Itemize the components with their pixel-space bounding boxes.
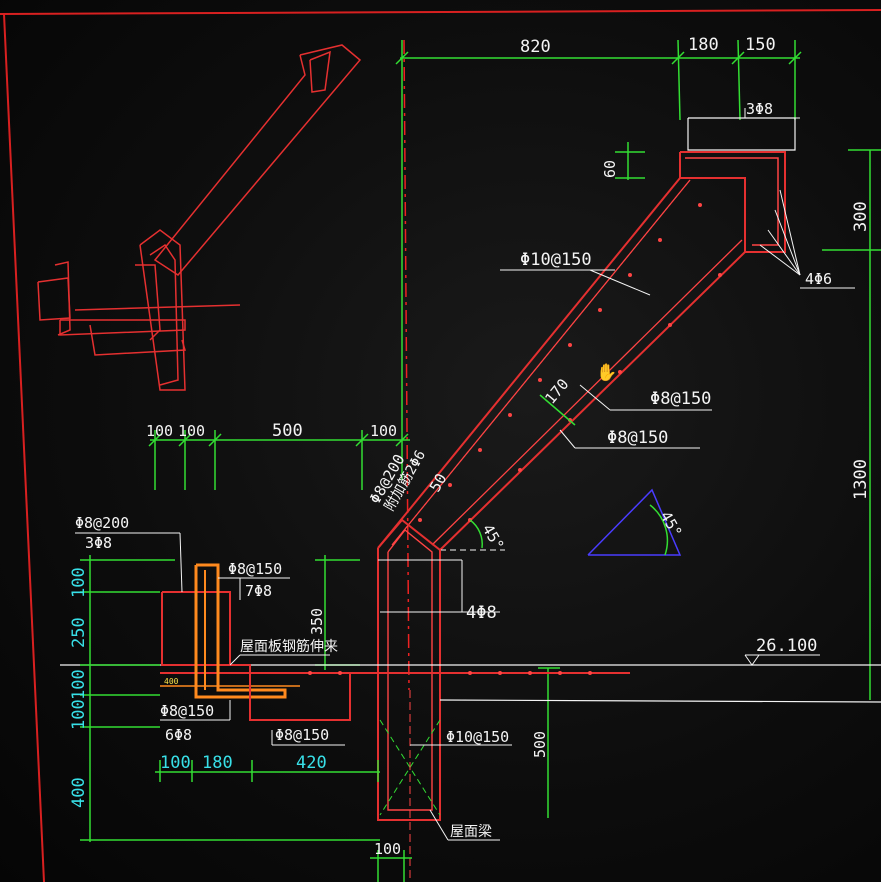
right-dim-chain <box>822 149 881 700</box>
left-dim-100c: 100 <box>69 699 89 730</box>
mid-dim-500: 500 <box>272 421 303 441</box>
inclined-slab <box>377 177 746 551</box>
hand-cursor-icon[interactable]: ✋ <box>596 362 617 383</box>
angle-45-left: 45° <box>479 521 508 553</box>
bottom-dim-180: 180 <box>202 753 233 773</box>
left-dim-250: 250 <box>69 617 89 648</box>
landing-section <box>679 108 855 289</box>
mid-dim-100b: 100 <box>178 422 205 440</box>
center-axis <box>403 39 410 691</box>
mid-dim-100c: 100 <box>370 422 397 440</box>
drawing-frame <box>0 9 881 882</box>
dim-820: 820 <box>520 37 551 57</box>
parapet-top-bars: 3Φ8 <box>85 534 112 552</box>
mid-dimension-chain <box>148 430 410 490</box>
top-dimension-chain <box>395 39 802 480</box>
landing-top-bars-label: 3Φ8 <box>746 100 773 118</box>
slab-thickness-label: 170 <box>541 375 572 407</box>
column-vertical-bars: 4Φ8 <box>466 603 497 623</box>
parapet-bottom-stirrup: Φ8@150 <box>160 702 214 720</box>
isometric-sketch <box>37 44 362 391</box>
parapet-bottom-bars: 6Φ8 <box>165 726 192 744</box>
bottom-dim-420: 420 <box>296 753 327 773</box>
column-dims <box>315 555 560 882</box>
left-dimension-chain <box>80 555 380 842</box>
parapet-section <box>75 532 351 746</box>
left-dim-100a: 100 <box>69 567 89 598</box>
left-dim-100b: 100 <box>69 669 89 700</box>
base-dim-100: 100 <box>374 840 401 858</box>
slab-offset-50: 50 <box>426 470 451 495</box>
dim-150: 150 <box>745 35 776 55</box>
parapet-inner-stirrup: Φ8@150 <box>228 560 282 578</box>
ledge-dim <box>615 142 645 180</box>
roof-slab <box>60 654 881 703</box>
angle-marks <box>440 488 682 556</box>
slab-extension-label: 屋面板钢筋伸来 <box>240 638 338 655</box>
slab-main-bars-label: Φ10@150 <box>520 250 592 270</box>
column-dim-350: 350 <box>308 608 326 635</box>
parapet-inner-bars: 7Φ8 <box>245 582 272 600</box>
parapet-stirrup-label: Φ8@200 <box>75 514 129 532</box>
beam-dim-500: 500 <box>531 731 549 758</box>
dim-180: 180 <box>688 35 719 55</box>
slab-dist-bars-2: Φ8@150 <box>607 428 668 448</box>
parapet-beam-stirrup: Φ8@150 <box>275 726 329 744</box>
roof-beam-label: 屋面梁 <box>450 824 492 840</box>
mid-dim-100a: 100 <box>146 422 173 440</box>
beam-stirrup-label: Φ10@150 <box>446 728 509 746</box>
right-dim-300: 300 <box>851 201 871 232</box>
landing-bottom-bars-label: 4Φ6 <box>805 270 832 288</box>
left-dim-400: 400 <box>69 777 89 808</box>
bottom-dim-100: 100 <box>160 753 191 773</box>
angle-45-right: 45° <box>657 508 686 540</box>
slab-dist-bars-1: Φ8@150 <box>650 389 711 409</box>
bottom-dimension-chain <box>155 760 380 782</box>
small-400-label: 400 <box>164 677 179 686</box>
ledge-height-label: 60 <box>601 160 619 178</box>
right-dim-1300: 1300 <box>851 459 871 500</box>
elevation-level: 26.100 <box>756 636 817 656</box>
